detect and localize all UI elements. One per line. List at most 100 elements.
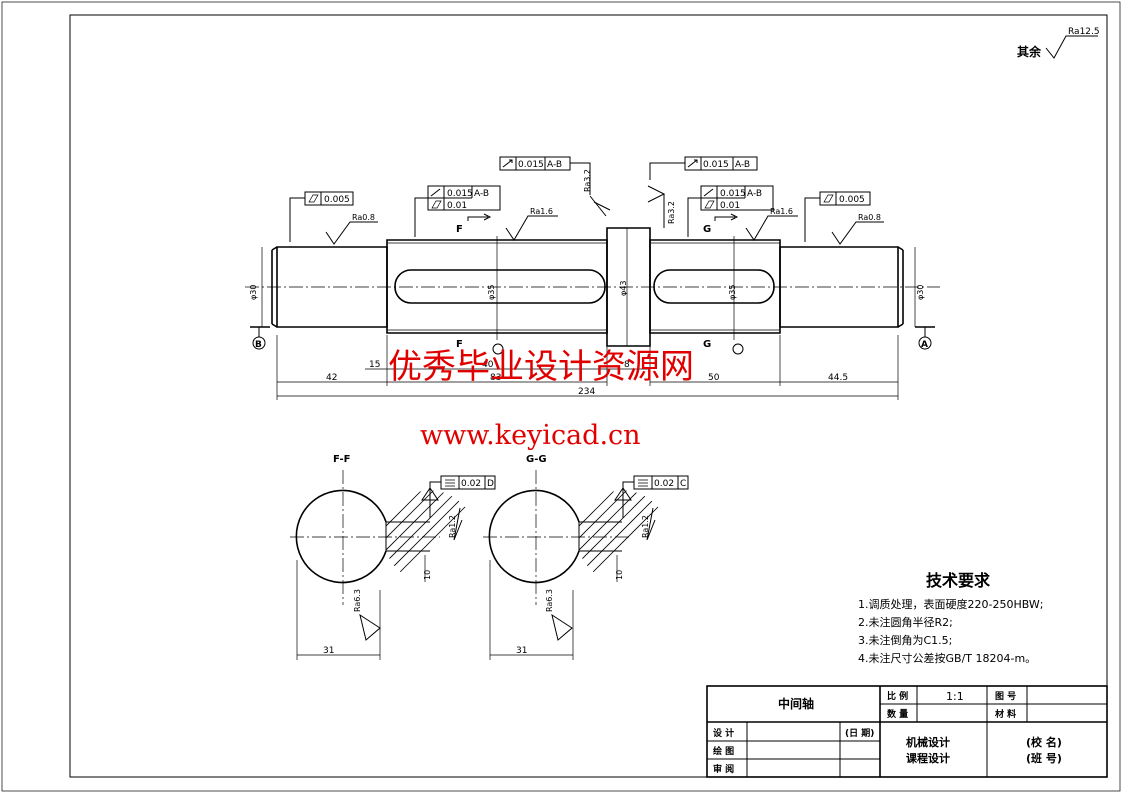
quantity-label: 数 量 <box>887 708 908 720</box>
section-f-f: F-F 0.02 D Ra1.2 10 Ra6.3 31 <box>290 454 496 660</box>
tech-req-item: 1.调质处理，表面硬度220-250HBW; <box>858 597 1043 611</box>
roughness-value: Ra3.2 <box>667 201 676 224</box>
section-ff-title: F-F <box>333 454 351 465</box>
gtol-value: 0.015 <box>518 160 544 170</box>
class-name: (班 号) <box>1026 751 1062 765</box>
shaft-main-view <box>245 227 940 355</box>
symmetry-icon <box>445 479 455 487</box>
hatch-line <box>579 490 653 583</box>
dimensions-main: 42 15 40 83 8 50 44.5 234 <box>276 335 899 400</box>
section-g-g: G-G 0.02 C Ra1.2 10 Ra6.3 31 <box>483 454 689 660</box>
datum-b-label: B <box>255 340 262 350</box>
tech-req-item: 3.未注倒角为C1.5; <box>858 633 952 647</box>
default-roughness-value: Ra12.5 <box>1068 27 1100 37</box>
runout-icon <box>502 159 513 168</box>
cylindricity-icon <box>431 200 442 209</box>
default-roughness-label: 其余 <box>1017 44 1042 59</box>
dim-15: 15 <box>369 360 380 370</box>
runout-icon <box>703 188 714 197</box>
cylindricity-icon <box>823 194 834 203</box>
gtol-value: 0.02 <box>461 479 481 489</box>
drawing-no-label: 图 号 <box>995 691 1016 702</box>
dim-sec-f: 31 <box>323 646 334 656</box>
watermark-text: 优秀毕业设计资源网 <box>388 347 694 387</box>
section-gg-title: G-G <box>526 454 547 465</box>
tech-req-title: 技术要求 <box>926 571 991 590</box>
default-roughness: 其余 Ra12.5 <box>1017 27 1100 59</box>
gtol-datum: A-B <box>747 189 762 199</box>
tech-req-item: 4.未注尺寸公差按GB/T 18204-m。 <box>858 651 1036 665</box>
gtol-datum: A-B <box>547 160 562 170</box>
gtol-datum: D <box>487 479 494 489</box>
date-label: (日 期) <box>845 727 874 739</box>
gtol-datum: A-B <box>474 189 489 199</box>
roughness-value: Ra1.2 <box>448 515 457 538</box>
dim-234: 234 <box>578 387 595 397</box>
draw-label: 绘 图 <box>713 745 734 757</box>
roughness-value: Ra0.8 <box>858 213 881 222</box>
title-block: 中间轴 比 例 1:1 图 号 数 量 材 料 设 计 (日 期) 绘 图 审 … <box>706 685 1108 778</box>
right-gear-seat <box>649 239 781 334</box>
watermark-url: www.keyicad.cn <box>420 420 641 451</box>
roughness-value: Ra6.3 <box>545 589 554 612</box>
section-mark-f-top: F <box>456 224 463 235</box>
symmetry-icon <box>638 479 648 487</box>
scale-label: 比 例 <box>887 690 908 702</box>
cylindricity-icon <box>704 200 715 209</box>
course-name-2: 课程设计 <box>906 751 950 765</box>
gtol-value: 0.01 <box>720 201 740 211</box>
scale-value: 1:1 <box>946 690 964 703</box>
gtol-left-gear: 0.015 A-B 0.01 <box>414 185 501 237</box>
gtol-value: 0.015 <box>703 160 729 170</box>
left-keyway <box>394 269 606 304</box>
gtol-datum: A-B <box>735 160 750 170</box>
datum-a-label: A <box>921 340 928 350</box>
gtol-value: 0.005 <box>324 195 350 205</box>
gtol-right-top: 0.015 A-B <box>649 156 758 180</box>
dim-44-5: 44.5 <box>828 373 848 383</box>
dim-50: 50 <box>708 373 720 383</box>
technical-requirements: 技术要求 1.调质处理，表面硬度220-250HBW; 2.未注圆角半径R2; … <box>858 571 1043 665</box>
design-label: 设 计 <box>713 727 734 739</box>
school-name: (校 名) <box>1026 735 1062 749</box>
dim-sec-g: 31 <box>516 646 527 656</box>
roughness-value: Ra6.3 <box>353 589 362 612</box>
hatch-line <box>386 490 460 583</box>
diameter-left-journal: φ30 <box>249 285 258 300</box>
inner-frame <box>69 14 1108 778</box>
cylindricity-icon <box>308 194 319 203</box>
runout-icon <box>430 188 441 197</box>
material-label: 材 料 <box>994 708 1016 720</box>
dim-key-f: 10 <box>423 570 432 580</box>
diameter-left-gear: φ35 <box>487 285 496 300</box>
roughness-marks-main: Ra0.8 Ra1.6 Ra3.2 Ra3.2 Ra1.6 Ra0.8 <box>325 169 884 245</box>
section-mark-g-bottom: G <box>703 339 711 350</box>
review-label: 审 阅 <box>713 763 734 775</box>
gtol-value: 0.015 <box>720 189 746 199</box>
roughness-symbol-icon <box>1045 35 1098 59</box>
gtol-left-journal: 0.005 <box>289 191 354 242</box>
dim-42: 42 <box>326 373 337 383</box>
section-mark-f-bottom: F <box>456 339 463 350</box>
gtol-value: 0.01 <box>447 201 467 211</box>
gtol-left-top: 0.015 A-B <box>499 156 591 195</box>
dim-key-g: 10 <box>615 570 624 580</box>
dim-40: 40 <box>482 360 494 370</box>
gtol-value: 0.02 <box>654 479 674 489</box>
gtol-right-gear: 0.015 A-B 0.01 <box>687 185 774 237</box>
part-name: 中间轴 <box>778 696 814 711</box>
roughness-value: Ra0.8 <box>352 213 375 222</box>
gtol-right-journal: 0.005 <box>804 191 871 242</box>
hatch-line <box>386 490 436 583</box>
gtol-datum: C <box>680 479 686 489</box>
dim-83: 83 <box>490 373 501 383</box>
runout-icon <box>687 159 698 168</box>
gtol-value: 0.005 <box>839 195 865 205</box>
dim-8: 8 <box>624 360 630 370</box>
hatch-line <box>579 490 629 583</box>
diameter-right-gear: φ35 <box>728 285 737 300</box>
roughness-value: Ra1.6 <box>530 207 553 216</box>
diameter-right-journal: φ30 <box>916 285 925 300</box>
